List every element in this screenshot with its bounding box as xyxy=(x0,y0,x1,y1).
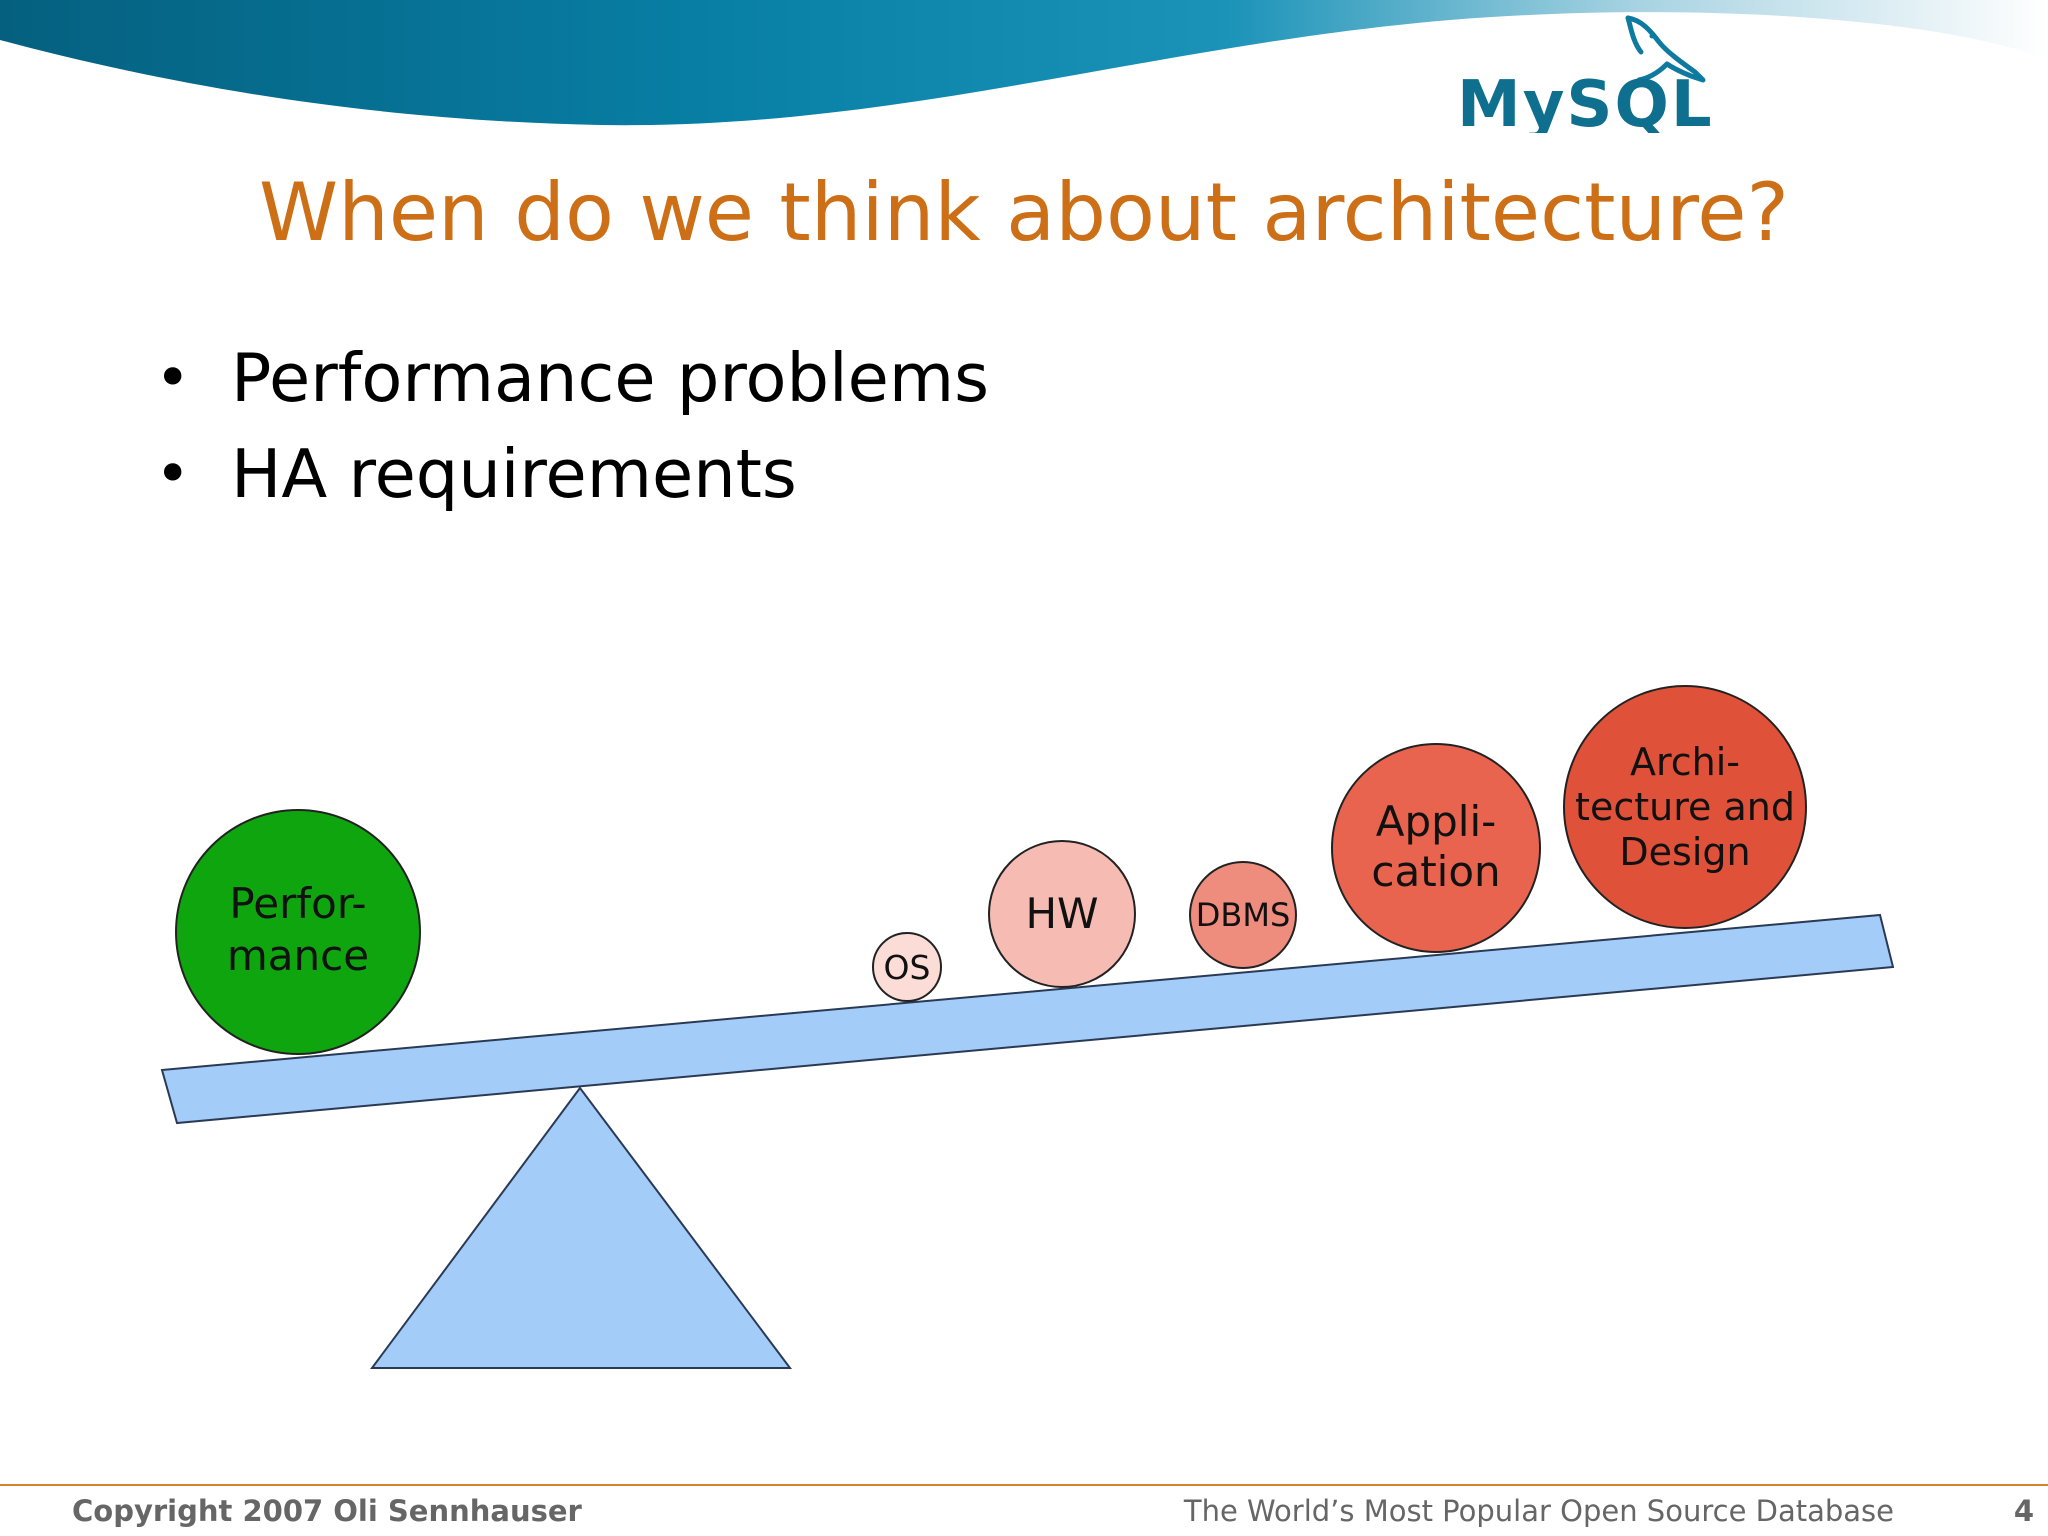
performance-label-line1: Perfor- xyxy=(229,879,366,928)
performance-label-line2: mance xyxy=(227,931,369,980)
application-label-line2: cation xyxy=(1371,847,1500,896)
architecture-label-line3: Design xyxy=(1619,830,1750,874)
architecture-weight: Archi- tecture and Design xyxy=(1563,685,1807,929)
bullet-item: Performance problems xyxy=(155,330,989,426)
dbms-label: DBMS xyxy=(1196,896,1291,934)
mysql-logo: MySQL xyxy=(1445,8,1735,142)
dolphin-icon xyxy=(1625,15,1706,83)
seesaw-beam xyxy=(160,913,1895,1125)
footer-divider xyxy=(0,1484,2048,1486)
slide-title: When do we think about architecture? xyxy=(259,166,1789,259)
dbms-weight: DBMS xyxy=(1189,861,1297,969)
application-label-line1: Appli- xyxy=(1376,797,1497,846)
mysql-logo-text: MySQL xyxy=(1457,68,1714,133)
seesaw-diagram: Perfor- mance OS HW DBMS Appli- cation A… xyxy=(160,685,1895,1369)
bullet-item: HA requirements xyxy=(155,426,989,522)
architecture-label-line2: tecture and xyxy=(1575,785,1795,829)
page-number: 4 xyxy=(2013,1494,2034,1528)
header-wave-banner xyxy=(0,0,2048,126)
hw-weight: HW xyxy=(988,840,1136,988)
bullet-list: Performance problems HA requirements xyxy=(155,330,989,522)
os-label: OS xyxy=(884,948,931,987)
application-weight: Appli- cation xyxy=(1331,743,1541,953)
architecture-label-line1: Archi- xyxy=(1630,740,1740,784)
hw-label: HW xyxy=(1025,889,1098,938)
footer-copyright: Copyright 2007 Oli Sennhauser xyxy=(72,1494,582,1528)
footer-tagline: The World’s Most Popular Open Source Dat… xyxy=(1183,1494,1894,1528)
os-weight: OS xyxy=(872,932,942,1002)
fulcrum-triangle xyxy=(370,1086,792,1369)
performance-weight: Perfor- mance xyxy=(175,809,421,1055)
